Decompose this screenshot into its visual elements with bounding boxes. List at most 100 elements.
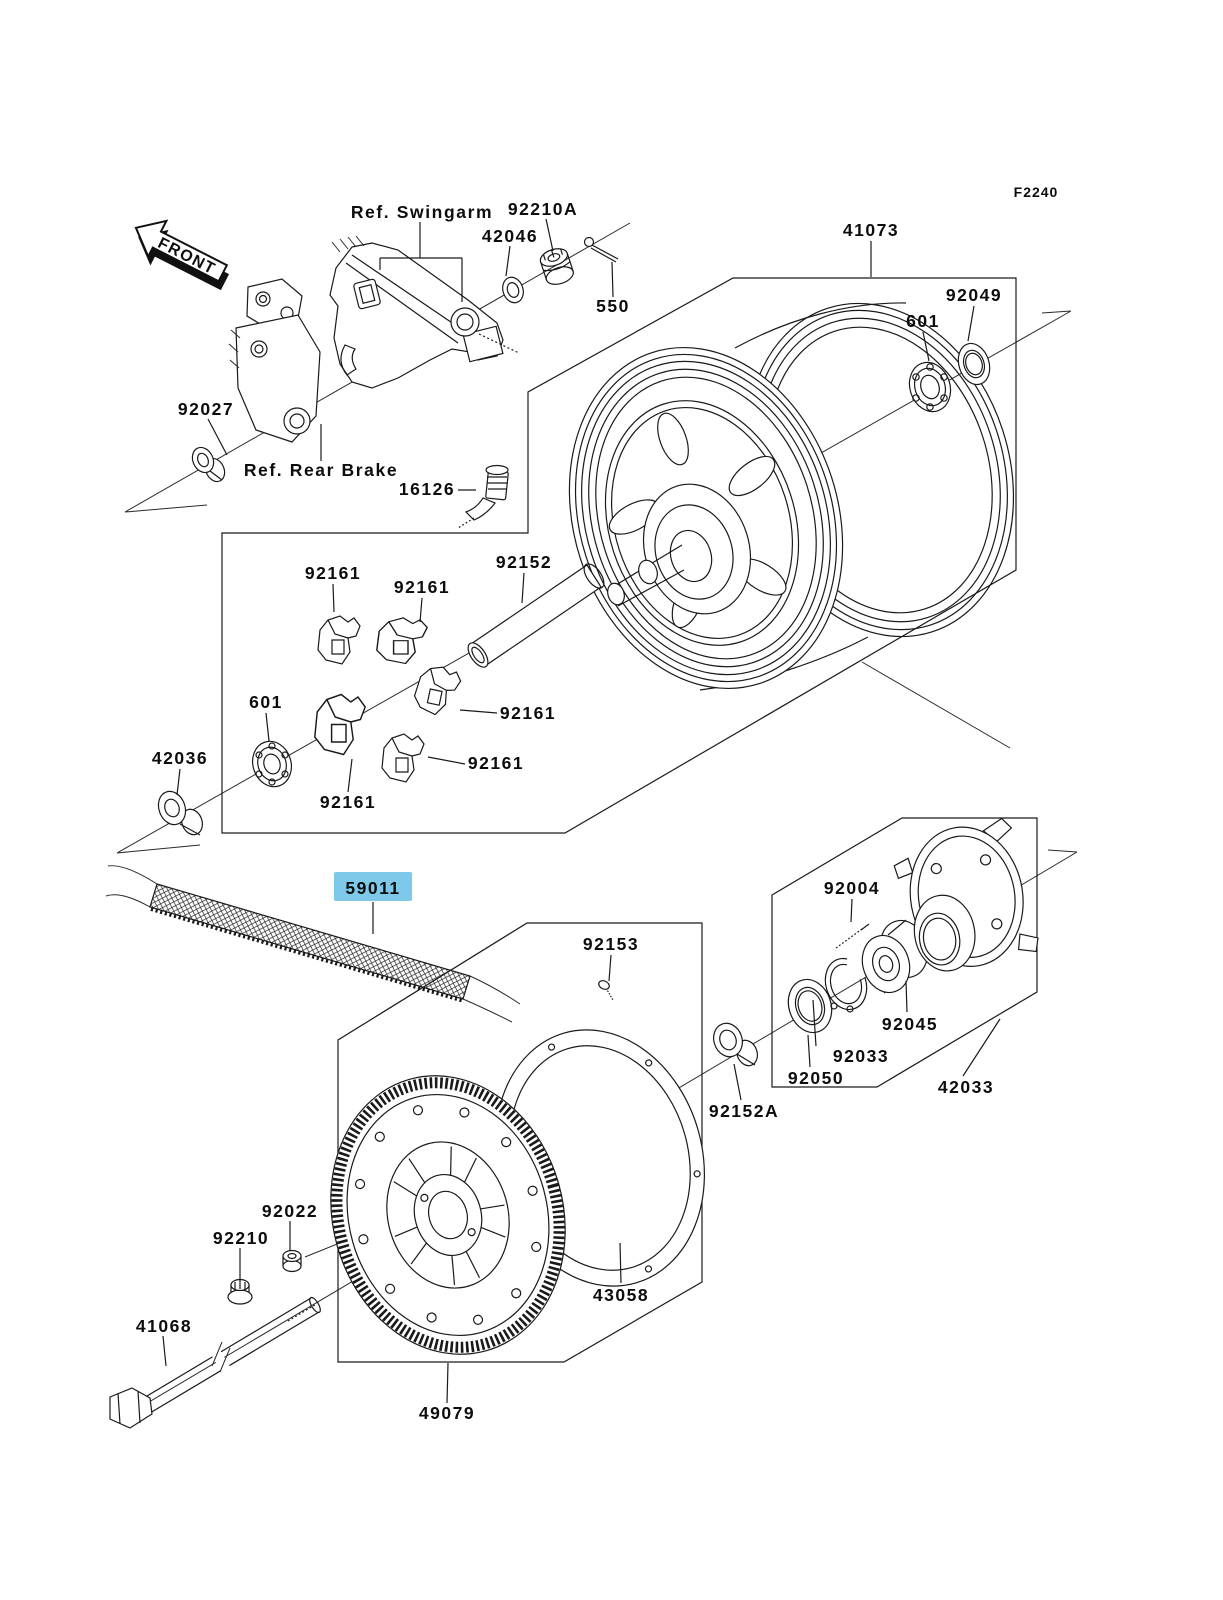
nut-knurl <box>234 1280 246 1289</box>
torque-link-drawing <box>228 278 321 443</box>
axle-tip <box>309 1296 321 1314</box>
wheel-hub-center <box>607 483 752 615</box>
stub-end <box>607 582 625 606</box>
screw-head <box>598 980 610 990</box>
axle-41068-part <box>109 1296 321 1429</box>
pulley-group-box <box>337 922 703 1363</box>
swingarm-adjuster-cutout <box>340 344 357 376</box>
seal-mid <box>962 349 986 379</box>
torque-link-hatch <box>228 329 241 369</box>
adjuster-eyebolt-part <box>450 307 520 354</box>
part-label-92153: 92153 <box>583 934 639 954</box>
pulley-pin-hole <box>420 1193 429 1202</box>
bushing-92027-part <box>191 446 226 483</box>
pulley-inner-ring <box>386 1141 510 1289</box>
hub-bore-inner <box>922 917 957 961</box>
bearing-ball <box>281 751 289 759</box>
washer-outer <box>502 276 524 304</box>
circlip-inner <box>829 963 863 1005</box>
swingarm-drawing <box>329 235 504 389</box>
ref-label-rear-brake: Ref. Rear Brake <box>244 460 398 480</box>
bearing-ball <box>268 778 276 786</box>
gasket-hole <box>644 1265 653 1273</box>
bearing-601-mid-part <box>251 740 293 788</box>
gasket-hole <box>547 1043 556 1051</box>
bearing-bore <box>263 753 281 775</box>
bushing-bore <box>196 452 210 468</box>
part-label-92161-3: 92161 <box>500 703 556 723</box>
bushing-flange <box>191 446 215 474</box>
bearing-front <box>861 934 911 994</box>
part-label-92161-1: 92161 <box>305 563 361 583</box>
bearing-ball <box>926 363 934 371</box>
bearing-ball <box>255 751 263 759</box>
hub-ring <box>654 504 734 600</box>
swingarm-ridge-lines <box>345 254 471 344</box>
washer-bore <box>506 282 520 298</box>
damper-92161-part <box>376 617 429 665</box>
swingarm-slot-inner <box>358 284 376 304</box>
part-label-92050: 92050 <box>788 1068 844 1088</box>
eyebolt-ring <box>450 307 480 337</box>
torque-link-hole <box>255 291 271 307</box>
wheel-dish-edge <box>604 400 800 646</box>
washer-42046-part <box>502 276 524 304</box>
swingarm-axle-block <box>462 325 504 363</box>
seal-92050-part <box>787 978 833 1034</box>
pulley-spoke-lines <box>393 1146 506 1285</box>
part-label-92027: 92027 <box>178 399 234 419</box>
pulley-pin-hole <box>467 1228 476 1237</box>
gasket-hole <box>645 1059 653 1067</box>
seal-outer <box>957 342 991 386</box>
belt-phantom-curves <box>105 865 521 1023</box>
banjo-16126-part <box>457 464 509 529</box>
bearing-bore <box>878 955 894 973</box>
bearing-race <box>257 746 287 782</box>
bearing-ball <box>912 394 920 402</box>
part-label-92161-5: 92161 <box>320 792 376 812</box>
eyebolt-ring-bore <box>456 313 474 331</box>
part-label-601-mid: 601 <box>249 692 283 712</box>
collar-42036-part <box>157 790 203 836</box>
nut-top <box>282 1249 302 1263</box>
part-label-92161-2: 92161 <box>394 577 450 597</box>
damper-rubbers <box>314 615 462 783</box>
stud-shank <box>860 923 870 931</box>
cotter-pin-550-part <box>583 236 619 263</box>
spacer-open-end <box>467 642 489 668</box>
spoke-hole <box>657 412 689 466</box>
hub-42033-part <box>893 817 1039 972</box>
banjo-elbow <box>464 497 496 521</box>
nut-facet <box>543 261 571 272</box>
seal-mid <box>794 986 826 1026</box>
hub-hole <box>979 854 992 866</box>
belt-band <box>149 883 471 1000</box>
gasket-hole <box>693 1170 701 1178</box>
torque-link-hole <box>258 294 268 304</box>
part-label-550: 550 <box>596 296 630 316</box>
spacer-92152-part <box>467 563 605 668</box>
pulley-bolt-holes <box>354 1105 542 1325</box>
swingarm-slot <box>353 278 381 310</box>
part-label-92210A: 92210A <box>508 199 578 219</box>
bushing-flange <box>713 1022 743 1058</box>
stud-92004-part <box>835 923 870 949</box>
wheel-group-box <box>221 277 1017 834</box>
part-label-59011-highlighted: 59011 <box>345 878 400 898</box>
nut-92210-part <box>227 1278 253 1305</box>
bushing-bore <box>719 1029 737 1051</box>
figure-code: F2240 <box>1014 184 1059 200</box>
bearing-race <box>913 367 947 407</box>
hub-bore <box>918 912 961 966</box>
part-label-92152A: 92152A <box>709 1101 779 1121</box>
screw-shaft <box>605 987 614 1001</box>
bearing-ball <box>926 403 934 411</box>
part-label-49079: 49079 <box>419 1403 475 1423</box>
seal-outer <box>787 978 833 1034</box>
torque-link-boss <box>283 407 311 435</box>
part-label-41068: 41068 <box>136 1316 192 1336</box>
circlip-92033-part <box>824 957 868 1013</box>
part-label-92161-4: 92161 <box>468 753 524 773</box>
spoke-hole <box>728 455 776 497</box>
